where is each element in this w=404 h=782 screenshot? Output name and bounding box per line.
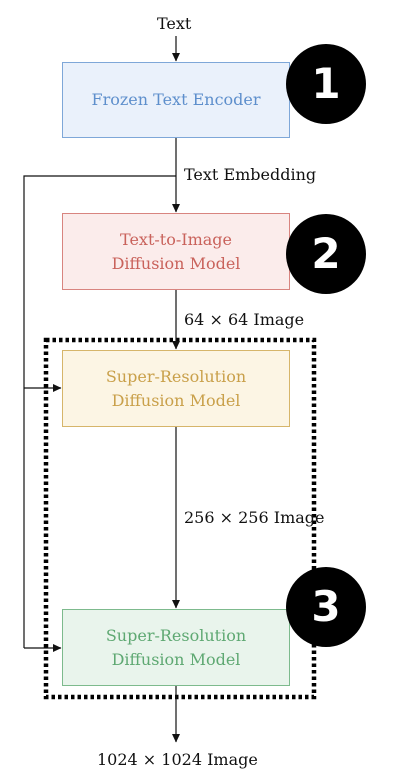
image-64-label: 64 × 64 Image bbox=[184, 310, 305, 329]
t2i-label-line1: Text-to-Image bbox=[120, 229, 232, 249]
embedding-branch-line bbox=[23, 175, 176, 648]
super-resolution-box-1: Super-Resolution Diffusion Model bbox=[62, 350, 290, 427]
image-256-label: 256 × 256 Image bbox=[184, 508, 325, 527]
step-3-badge: 3 bbox=[286, 567, 366, 647]
input-text-label: Text bbox=[157, 14, 192, 33]
sr2-label-line1: Super-Resolution bbox=[105, 625, 247, 645]
sr1-label-line2: Diffusion Model bbox=[111, 390, 241, 410]
t2i-label-line2: Diffusion Model bbox=[111, 253, 241, 273]
sr2-label-line2: Diffusion Model bbox=[111, 649, 241, 669]
text-embedding-label: Text Embedding bbox=[184, 165, 317, 184]
text-to-image-diffusion-box: Text-to-Image Diffusion Model bbox=[62, 213, 290, 290]
super-resolution-box-2: Super-Resolution Diffusion Model bbox=[62, 609, 290, 686]
sr1-label-line1: Super-Resolution bbox=[105, 366, 247, 386]
output-image-label: 1024 × 1024 Image bbox=[97, 750, 258, 769]
frozen-text-encoder-box: Frozen Text Encoder bbox=[62, 62, 290, 138]
frozen-text-encoder-label: Frozen Text Encoder bbox=[91, 90, 261, 109]
step-2-badge: 2 bbox=[286, 214, 366, 294]
step-1-badge: 1 bbox=[286, 44, 366, 124]
